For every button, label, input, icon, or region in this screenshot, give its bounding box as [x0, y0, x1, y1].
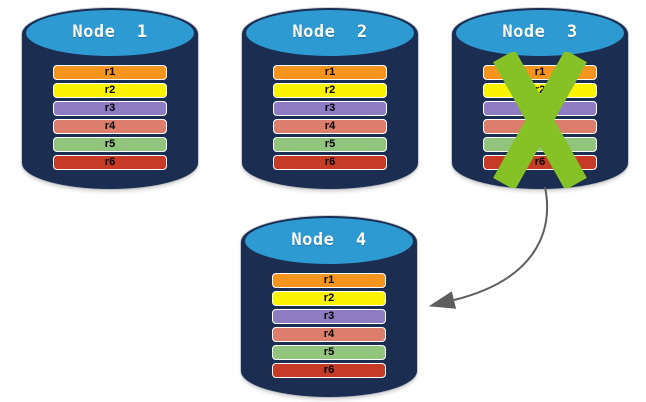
row-r4: r4 [272, 327, 386, 342]
replica-rows: r1 r2 r3 r4 r5 r6 [273, 65, 387, 173]
row-r3: r3 [53, 101, 167, 116]
cylinder-top: Node 1 [26, 10, 194, 56]
row-r5: r5 [53, 137, 167, 152]
node-3-label: Node 3 [502, 22, 578, 42]
row-r1: r1 [273, 65, 387, 80]
row-r1: r1 [272, 273, 386, 288]
row-r1: r1 [483, 65, 597, 80]
row-r5: r5 [273, 137, 387, 152]
replica-rows: r1 r2 r3 r4 r5 r6 [53, 65, 167, 173]
cylinder-top: Node 3 [456, 10, 624, 56]
row-r5: r5 [272, 345, 386, 360]
row-r5: r5 [483, 137, 597, 152]
replication-arrow [428, 186, 549, 309]
row-r4: r4 [273, 119, 387, 134]
node-4-cylinder: Node 4 r1 r2 r3 r4 r5 r6 [241, 216, 417, 397]
replica-rows: r1 r2 r3 r4 r5 r6 [483, 65, 597, 173]
row-r6: r6 [272, 363, 386, 378]
row-r3: r3 [273, 101, 387, 116]
row-r6: r6 [273, 155, 387, 170]
row-r6: r6 [53, 155, 167, 170]
row-r3: r3 [483, 101, 597, 116]
row-r2: r2 [53, 83, 167, 98]
row-r2: r2 [273, 83, 387, 98]
cylinder-top: Node 2 [246, 10, 414, 56]
node-3-cylinder: Node 3 r1 r2 r3 r4 r5 r6 [452, 8, 628, 189]
row-r1: r1 [53, 65, 167, 80]
row-r4: r4 [483, 119, 597, 134]
node-1-cylinder: Node 1 r1 r2 r3 r4 r5 r6 [22, 8, 198, 189]
replica-rows: r1 r2 r3 r4 r5 r6 [272, 273, 386, 381]
row-r6: r6 [483, 155, 597, 170]
node-2-cylinder: Node 2 r1 r2 r3 r4 r5 r6 [242, 8, 418, 189]
row-r3: r3 [272, 309, 386, 324]
row-r2: r2 [272, 291, 386, 306]
node-4-label: Node 4 [291, 230, 367, 250]
cylinder-top: Node 4 [245, 218, 413, 264]
node-2-label: Node 2 [292, 22, 368, 42]
row-r4: r4 [53, 119, 167, 134]
row-r2: r2 [483, 83, 597, 98]
node-1-label: Node 1 [72, 22, 148, 42]
